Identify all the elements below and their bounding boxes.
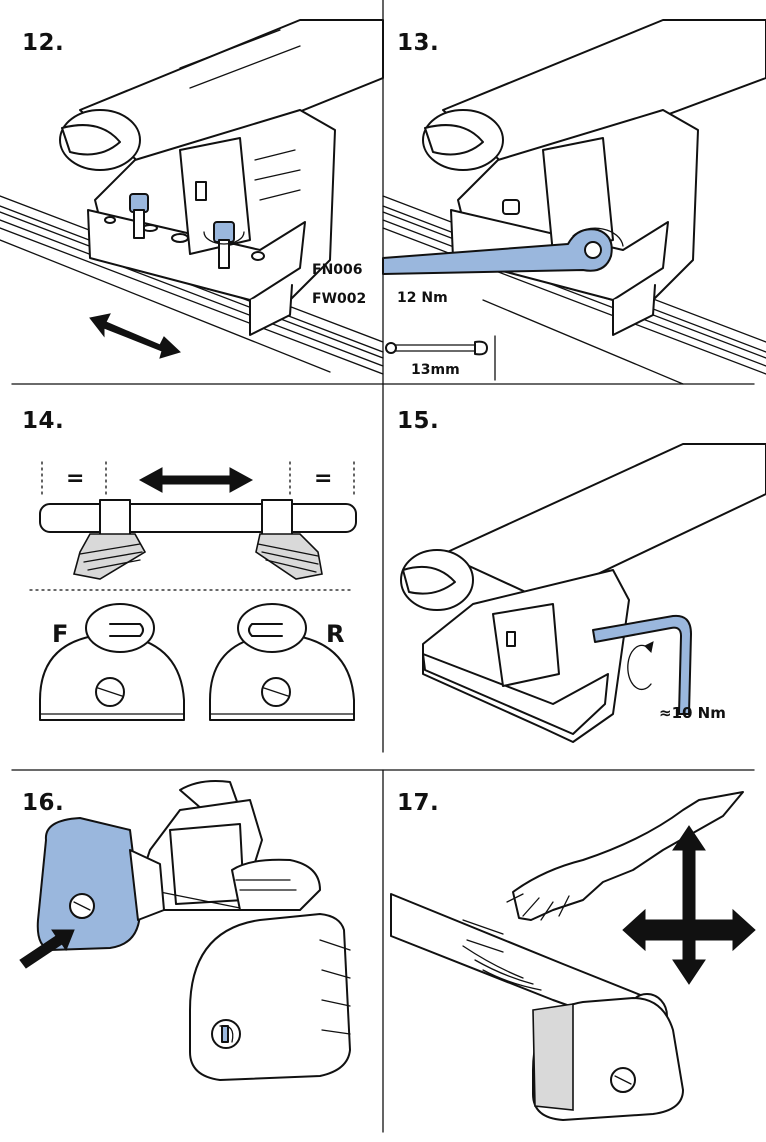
tightening-illustration [400, 443, 766, 743]
wrench-icon [382, 227, 624, 275]
fixing-code-1: FN006 [312, 262, 363, 278]
torque-value: ≈10 Nm [659, 704, 726, 722]
centering-illustration [29, 461, 357, 721]
crossbar [59, 19, 384, 173]
step-15-panel: 15. ≈10 Nm [383, 384, 766, 752]
tool-size: 13mm [411, 362, 460, 378]
foot-left-side [73, 499, 147, 580]
cover-installation-illustration [19, 780, 351, 1081]
hand-icon [506, 791, 744, 921]
step-number: 15. [397, 408, 440, 434]
rear-label: R [326, 620, 345, 648]
foot-assembled [189, 858, 351, 1081]
bolt-highlight [129, 193, 245, 269]
foot-body [422, 569, 630, 743]
equal-mark-right: = [314, 466, 333, 491]
motion-lines [462, 945, 542, 991]
crossbar [422, 19, 766, 173]
wrench-size-icon [385, 335, 496, 381]
crossbar [39, 503, 357, 533]
foot-front-right [209, 603, 355, 721]
step-16-panel: 16. [0, 770, 383, 1142]
double-arrow-icon [89, 313, 181, 359]
step-number: 14. [22, 408, 65, 434]
foot-body [87, 109, 336, 336]
step-number: 16. [22, 790, 65, 816]
step-13-panel: 13. 12 Nm 1 [382, 0, 766, 385]
foot-right-side [255, 499, 323, 580]
push-arrow-icon [19, 929, 75, 969]
step-number: 17. [397, 790, 440, 816]
step-17-panel: 17. [383, 770, 766, 1142]
shake-test-illustration [390, 791, 756, 1121]
double-arrow-icon [138, 467, 254, 493]
step-12-panel: 12. [0, 0, 384, 384]
front-label: F [52, 620, 69, 648]
torque-value: 12 Nm [397, 290, 448, 306]
step-number: 12. [22, 30, 65, 56]
step-14-panel: 14. [0, 384, 383, 752]
torque-illustration [382, 19, 766, 385]
blue-cover [36, 817, 165, 951]
step-number: 13. [397, 30, 440, 56]
fixing-code-2: FW002 [312, 291, 367, 307]
four-way-arrow-icon [622, 825, 756, 985]
foot-front-left [39, 603, 185, 721]
foot [532, 997, 684, 1121]
rotation-arrow-icon [627, 641, 654, 691]
roof-foot-illustration [0, 19, 384, 375]
equal-mark-left: = [66, 466, 85, 491]
hex-key-icon [592, 614, 692, 715]
